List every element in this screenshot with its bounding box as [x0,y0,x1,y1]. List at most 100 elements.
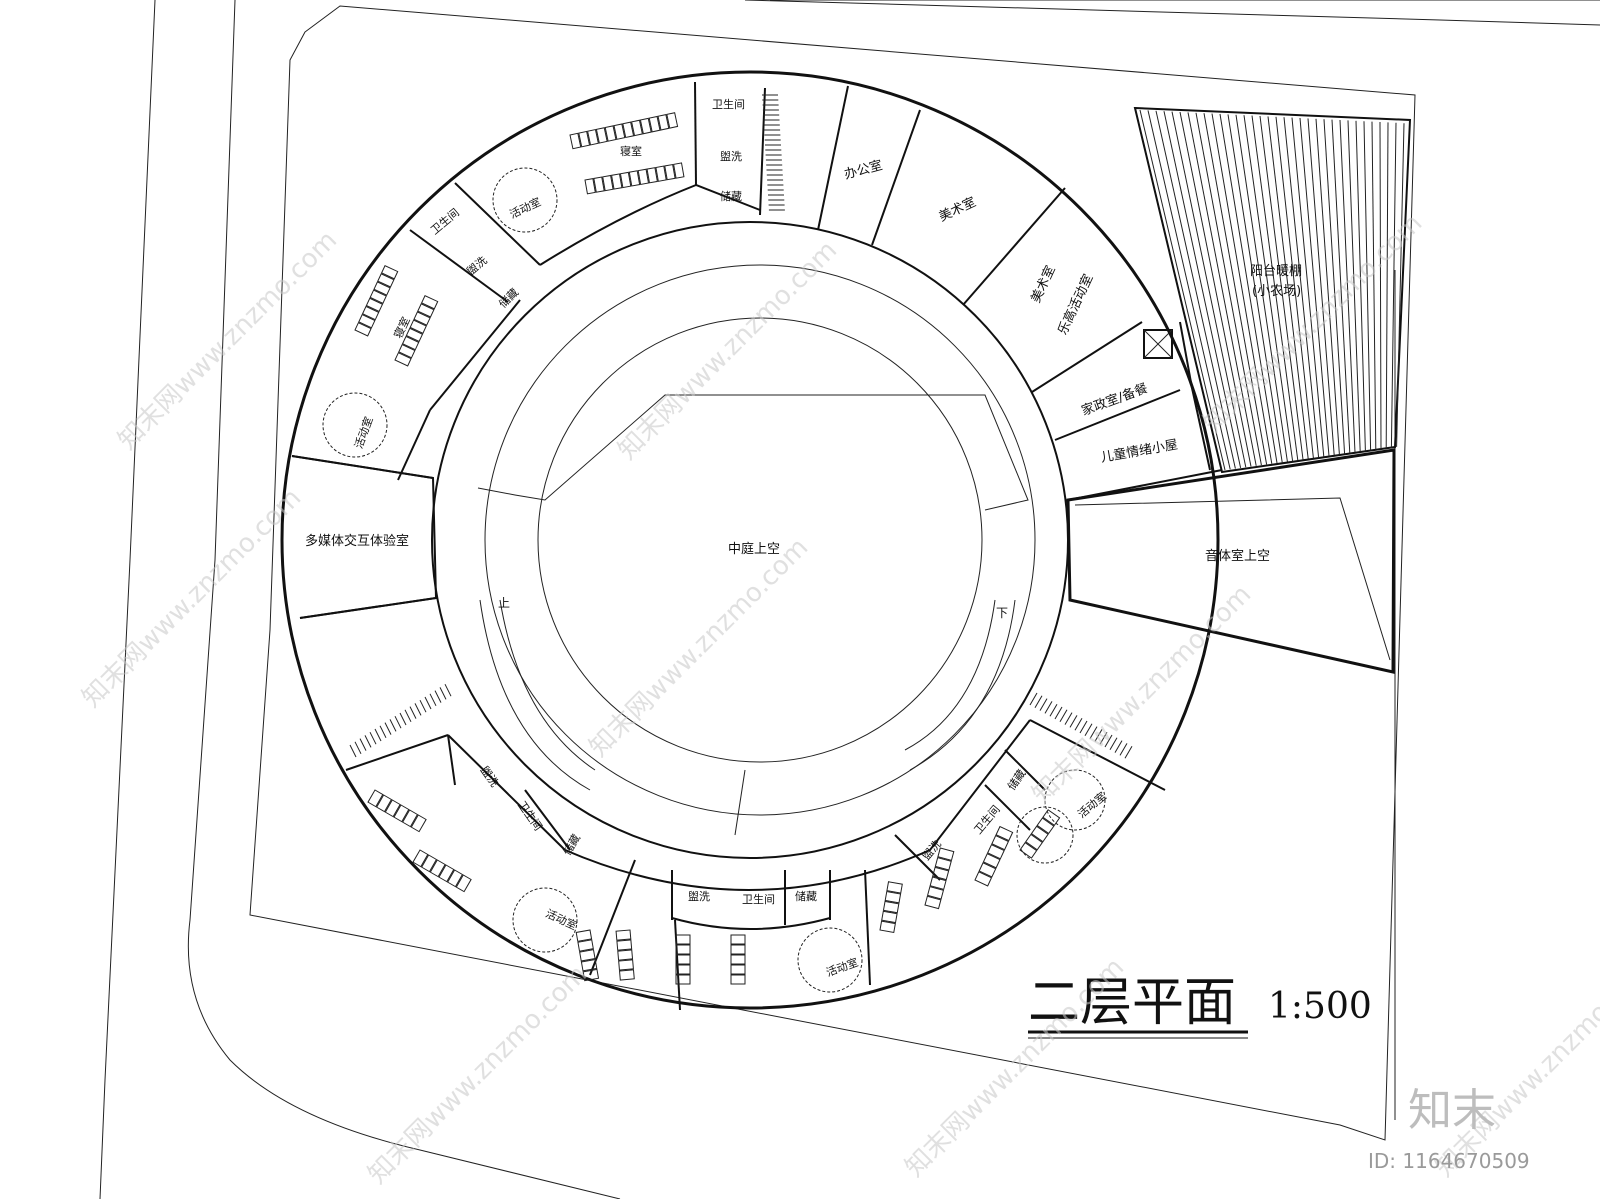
hatch-line [1355,120,1366,452]
bed [611,173,623,190]
stair-tread [419,699,427,713]
gym-void-inner [1074,497,1391,661]
bed [1042,809,1061,826]
bed-group [924,847,955,910]
ramp-down-label: 下 [996,606,1008,620]
bed [367,789,384,808]
bed-group [394,294,439,367]
bed [602,174,614,192]
bed [580,958,598,972]
bed [401,335,420,351]
bed [412,849,429,868]
bed [631,119,643,137]
bed [582,968,600,982]
gym-void-outline [1066,448,1396,674]
label-se-wash: 盥洗 [920,838,944,863]
stair-tread [1039,698,1048,711]
bed [604,125,617,142]
hatch-line [1211,113,1273,464]
hatch-line [1259,115,1304,460]
stair-tread [384,722,392,735]
label-office: 办公室 [842,157,884,183]
stair-tread [349,744,357,758]
bed [587,129,599,146]
stair-tread [1109,737,1118,751]
hatch-line [1195,112,1262,466]
label-multimedia: 多媒体交互体验室 [305,533,409,549]
bed [675,964,691,975]
label-w-activity: 活动室 [351,415,375,451]
bed [886,881,903,894]
bed [617,949,634,961]
hatch-line [1291,117,1325,457]
stair-tread [1084,723,1093,737]
watermark-logo: 知末 [1408,1085,1496,1136]
hatch-line [1385,122,1389,449]
bed [675,954,691,965]
bed [401,809,419,828]
stair-tread [354,741,362,755]
bed [639,117,652,135]
bed [358,313,376,329]
hatch-line [1219,113,1278,464]
bed [974,871,993,887]
watermark-text: 知末网www.znzmo.com [613,235,844,466]
stair-tread [409,706,417,719]
label-greenhouse-line2: (小农场) [1252,284,1301,299]
bed [1025,833,1044,851]
hatch-line [1251,115,1299,461]
label-gym-void: 音体室上空 [1205,548,1270,564]
bed-group [974,825,1014,887]
bed [982,853,1001,869]
stairs [349,94,1133,759]
stair-tread [404,709,412,723]
hatch-line [1275,116,1314,459]
bed [978,862,997,878]
bed-group [615,929,635,981]
stair-tread [1029,692,1038,706]
bed [987,843,1005,860]
stair-tread [1099,731,1108,745]
hatch-line [1187,112,1257,466]
label-sw-activity: 活动室 [543,906,579,933]
drawing-title: 二层平面 [1028,973,1236,1033]
stair-tread [439,687,447,700]
activity-circle [1016,806,1074,864]
hatch-line [1363,121,1372,451]
label-music-line2: 乐高活动室 [1055,272,1097,338]
bed-group [730,934,746,985]
bed [618,969,635,981]
watermark-id: ID: 1164670509 [1368,1149,1530,1173]
hatch-line [1147,110,1231,470]
hatch-line [1139,109,1226,471]
bed [730,944,746,955]
label-north-storage: 储藏 [720,189,742,203]
bed [673,162,685,179]
bed [595,127,608,144]
hatch-line [1267,116,1309,459]
bed [730,974,746,985]
hatch-line [1331,119,1351,454]
bed-group [584,162,685,195]
bed [664,163,676,181]
bed [884,891,902,904]
label-s-activity: 活动室 [824,955,860,979]
stair-tread [1094,729,1103,742]
hatch-line [1323,119,1346,454]
bed [569,132,582,150]
bed-group [879,881,903,934]
bed [410,814,427,833]
stair-tread [434,690,442,703]
activity-circle [797,927,863,993]
stair-tread [1064,712,1073,725]
atrium-void-outline [477,394,1029,511]
bed [1019,841,1038,859]
hatch-line [1379,121,1382,450]
bed [380,264,399,280]
stair-tread [379,725,387,739]
label-se-activity: 活动室 [1075,789,1109,821]
label-art-room: 美术室 [936,194,978,225]
activity-circle [492,167,558,233]
bed-group [412,849,472,893]
hatch-line [1390,122,1397,448]
